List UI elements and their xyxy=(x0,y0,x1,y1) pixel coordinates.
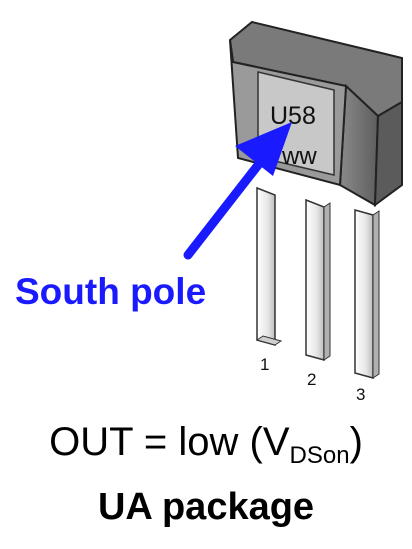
output-suffix: ) xyxy=(349,420,363,464)
pin-label-2: 2 xyxy=(307,370,316,389)
chip-marking-line1: U58 xyxy=(270,102,316,130)
chip-marking-line2: ww xyxy=(281,143,317,170)
pin-2 xyxy=(305,198,331,361)
package-caption: UA package xyxy=(97,486,315,528)
pointer-label: South pole xyxy=(15,271,206,312)
pin-3 xyxy=(354,209,380,379)
pin-1 xyxy=(255,186,283,346)
output-subscript: DSon xyxy=(289,442,350,469)
pointer-arrow xyxy=(183,122,292,260)
output-prefix: OUT = low (V xyxy=(49,420,290,464)
pin-label-1: 1 xyxy=(260,355,269,374)
output-state-caption: OUT = low (VDSon) xyxy=(0,418,412,469)
pin-label-3: 3 xyxy=(356,385,365,404)
